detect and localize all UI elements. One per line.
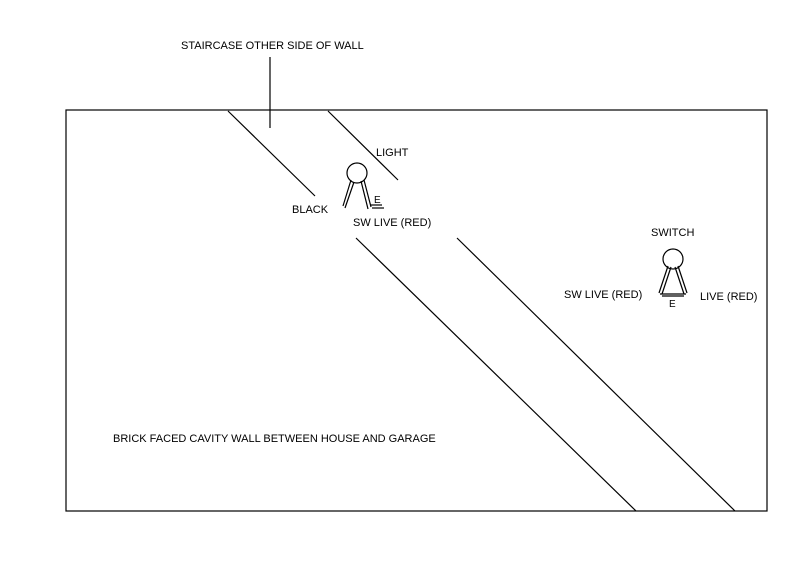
switch-symbol (658, 248, 688, 297)
switch-wire-left-inner (661, 266, 672, 295)
switch-label: SWITCH (651, 227, 694, 239)
wall-label: BRICK FACED CAVITY WALL BETWEEN HOUSE AN… (113, 433, 436, 445)
staircase-label: STAIRCASE OTHER SIDE OF WALL (181, 40, 364, 52)
light-symbol (342, 162, 384, 210)
black-wire-label: BLACK (292, 204, 329, 216)
switch-wire-left (658, 265, 669, 294)
light-wire-black (342, 179, 352, 207)
light-sw-live-label: SW LIVE (RED) (353, 217, 431, 229)
switch-wire-right-inner (674, 266, 685, 295)
switch-sw-live-label: SW LIVE (RED) (564, 289, 642, 301)
light-earth-label: E (374, 195, 381, 206)
light-wire-red-inner (363, 179, 372, 208)
staircase-line-left-lower (355, 237, 637, 512)
light-wire-black-inner (344, 181, 355, 209)
staircase-line-left-upper (227, 110, 316, 197)
switch-earth-label: E (669, 299, 676, 310)
switch-wire-right (677, 265, 688, 294)
wall-outline (65, 109, 768, 512)
switch-live-label: LIVE (RED) (700, 291, 757, 303)
light-wire-red (360, 180, 369, 210)
staircase-line-right-upper (327, 110, 399, 181)
light-circle (346, 162, 368, 184)
light-label: LIGHT (376, 147, 409, 159)
switch-circle (662, 248, 684, 270)
staircase-line-right-lower (456, 237, 736, 512)
